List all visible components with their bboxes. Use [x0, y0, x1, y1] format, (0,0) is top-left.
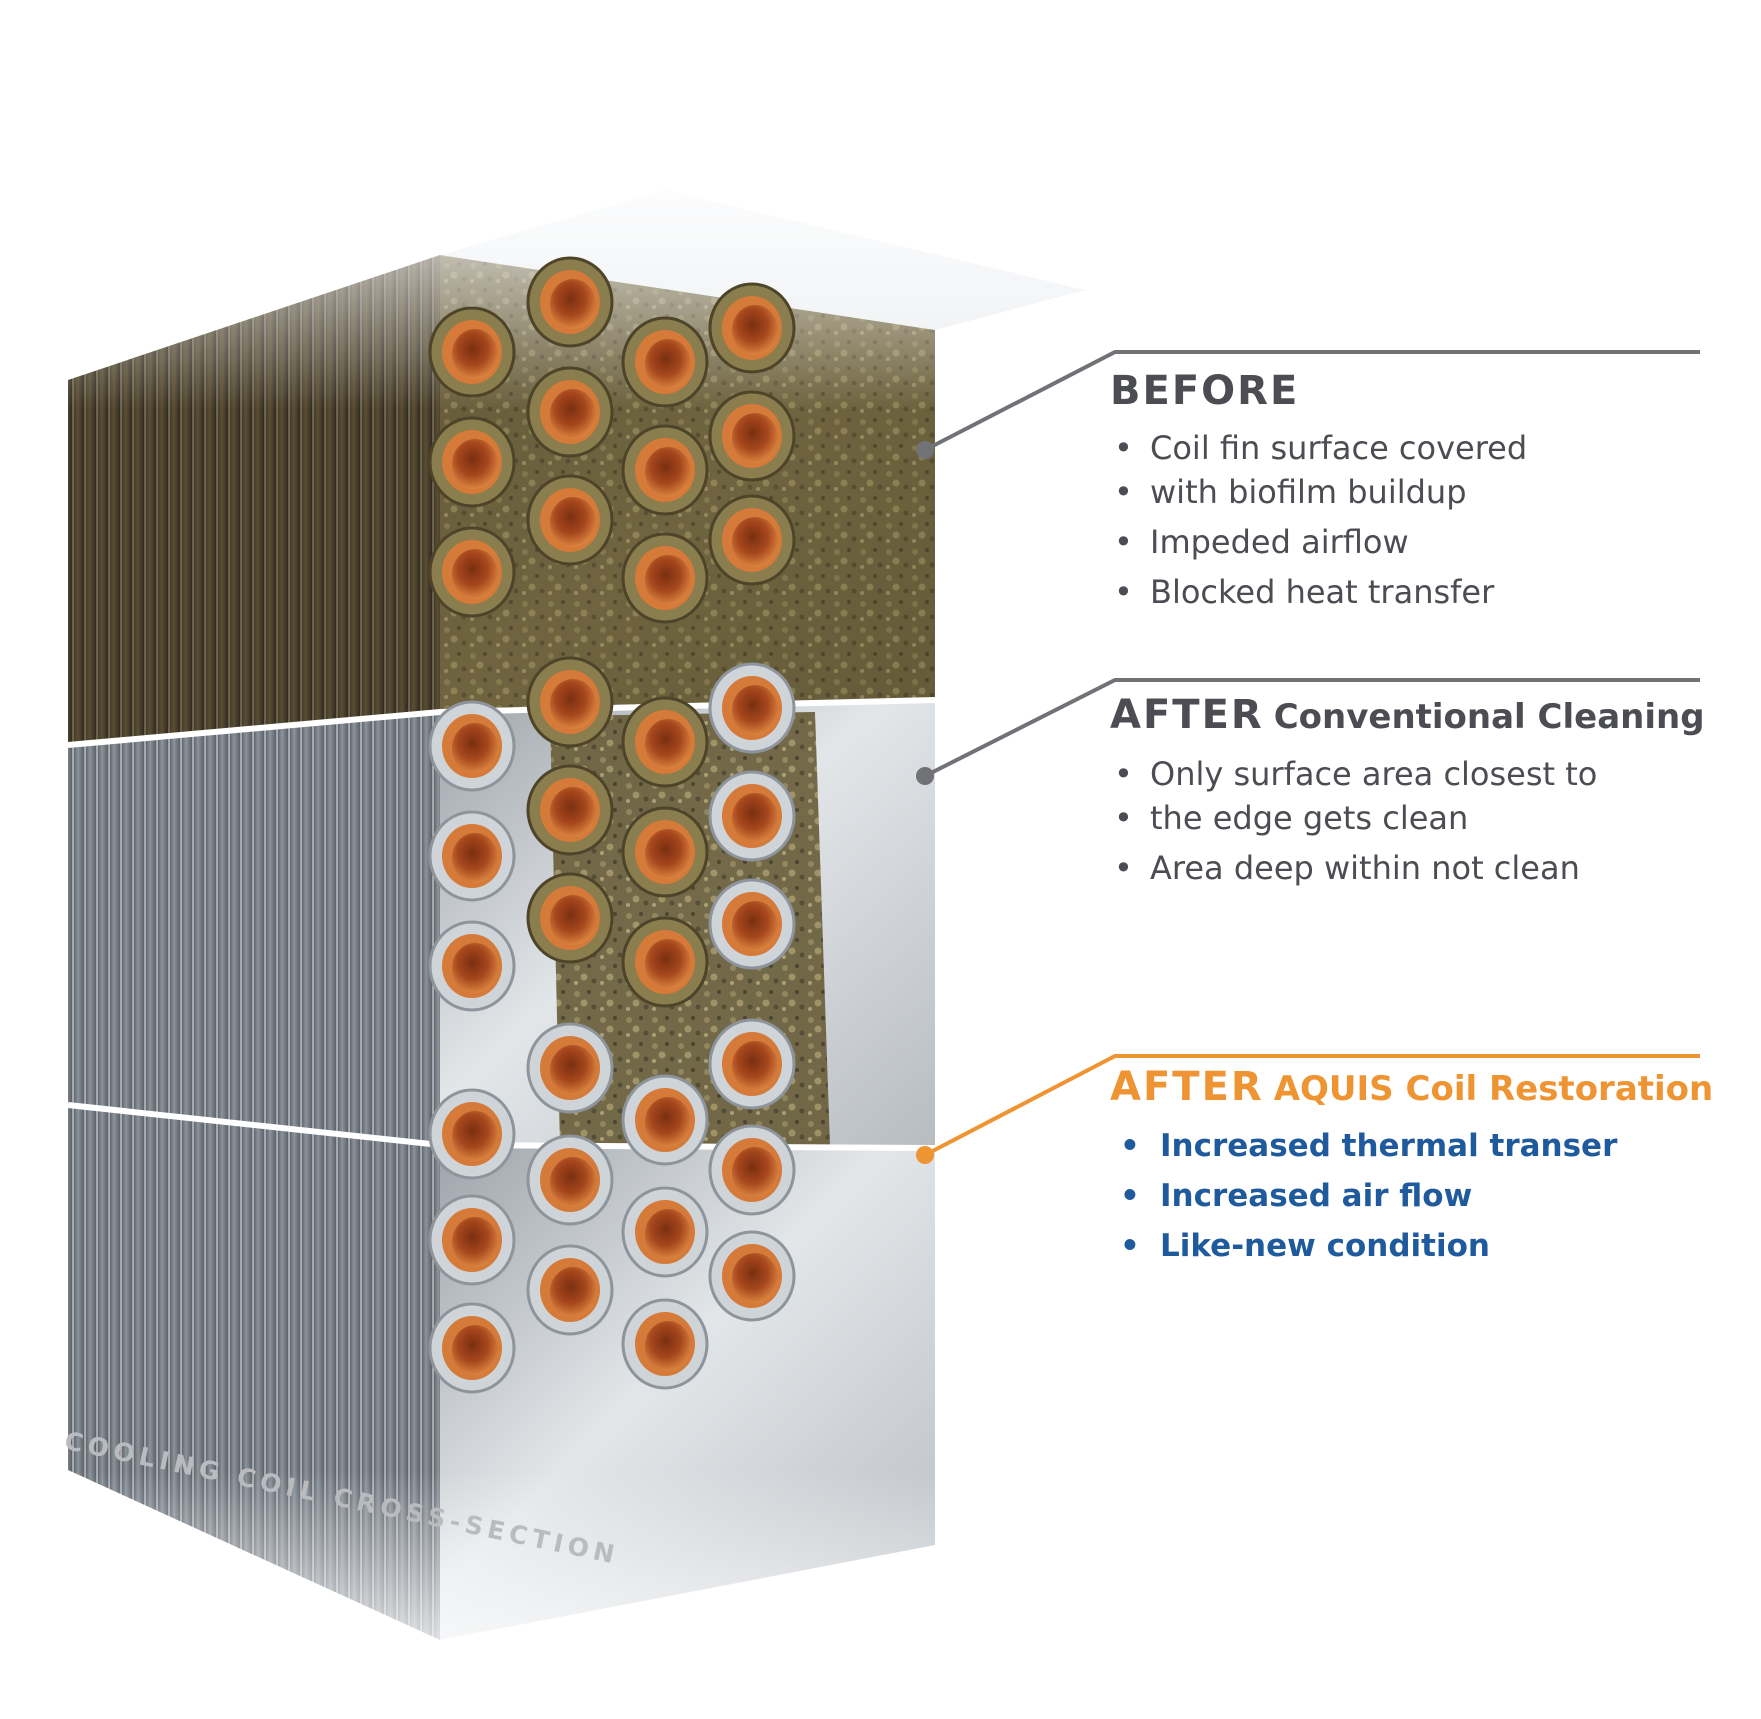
pipe-bore	[452, 439, 498, 489]
bullet-list: Only surface area closest to the edge ge…	[1110, 752, 1705, 890]
bullet-item: Increased thermal transer	[1110, 1124, 1713, 1168]
pipe-bore	[645, 1097, 691, 1147]
bullet-item: Blocked heat transfer	[1110, 570, 1527, 614]
pipe-bore	[550, 279, 596, 329]
pipe-bore	[452, 723, 498, 773]
bullet-item: Only surface area closest to	[1110, 752, 1705, 796]
pipe-bore	[550, 895, 596, 945]
leader-line-conventional	[924, 678, 1700, 778]
bullet-item: Coil fin surface covered	[1110, 426, 1527, 470]
bottom-fade	[40, 1470, 1100, 1700]
bullet-list: Coil fin surface covered with biofilm bu…	[1110, 426, 1527, 614]
pipe-bore	[732, 517, 778, 567]
pipe-bore	[452, 1325, 498, 1375]
pipe-bore	[645, 555, 691, 605]
pipe-bore	[550, 1157, 596, 1207]
pipe-bore	[732, 793, 778, 843]
bullet-item: Area deep within not clean	[1110, 846, 1705, 890]
bullet-item-continued: with biofilm buildup	[1110, 470, 1527, 514]
leader-line-aquis	[924, 1054, 1700, 1157]
pipe-bore	[550, 389, 596, 439]
copper-pipes	[428, 256, 796, 1394]
bullet-item: Increased air flow	[1110, 1174, 1713, 1218]
pipe-bore	[645, 339, 691, 389]
pipe-bore	[645, 1209, 691, 1259]
bullet-item: Impeded airflow	[1110, 520, 1527, 564]
pipe-bore	[732, 901, 778, 951]
pipe-bore	[452, 1217, 498, 1267]
pipe-bore	[645, 719, 691, 769]
pipe-bore	[550, 679, 596, 729]
fin-side-conventional	[68, 712, 440, 1145]
pipe-bore	[732, 1041, 778, 1091]
pipe-bore	[452, 943, 498, 993]
pipe-bore	[645, 1321, 691, 1371]
pipe-bore	[732, 685, 778, 735]
pipe-bore	[645, 447, 691, 497]
leader-dot-aquis	[916, 1146, 934, 1164]
leader-dot-conventional	[916, 767, 934, 785]
pipe-bore	[452, 1111, 498, 1161]
pipe-bore	[452, 833, 498, 883]
pipe-bore	[732, 1253, 778, 1303]
bullet-list: Increased thermal transer Increased air …	[1110, 1124, 1713, 1268]
leader-line-before	[924, 350, 1700, 452]
pipe-bore	[550, 787, 596, 837]
pipe-bore	[550, 1045, 596, 1095]
pipe-bore	[550, 497, 596, 547]
pipe-bore	[452, 329, 498, 379]
bullet-item-continued: the edge gets clean	[1110, 796, 1705, 840]
pipe-bore	[452, 549, 498, 599]
pipe-bore	[550, 1267, 596, 1317]
pipe-bore	[732, 413, 778, 463]
pipe-bore	[645, 829, 691, 879]
pipe-bore	[732, 1147, 778, 1197]
leader-dot-before	[916, 441, 934, 459]
pipe-bore	[732, 305, 778, 355]
callout-heading: BEFORE	[1110, 368, 1300, 414]
bullet-item: Like-new condition	[1110, 1224, 1713, 1268]
callout-before: BEFORE Coil fin surface covered with bio…	[1110, 368, 1527, 620]
pipe-bore	[645, 939, 691, 989]
